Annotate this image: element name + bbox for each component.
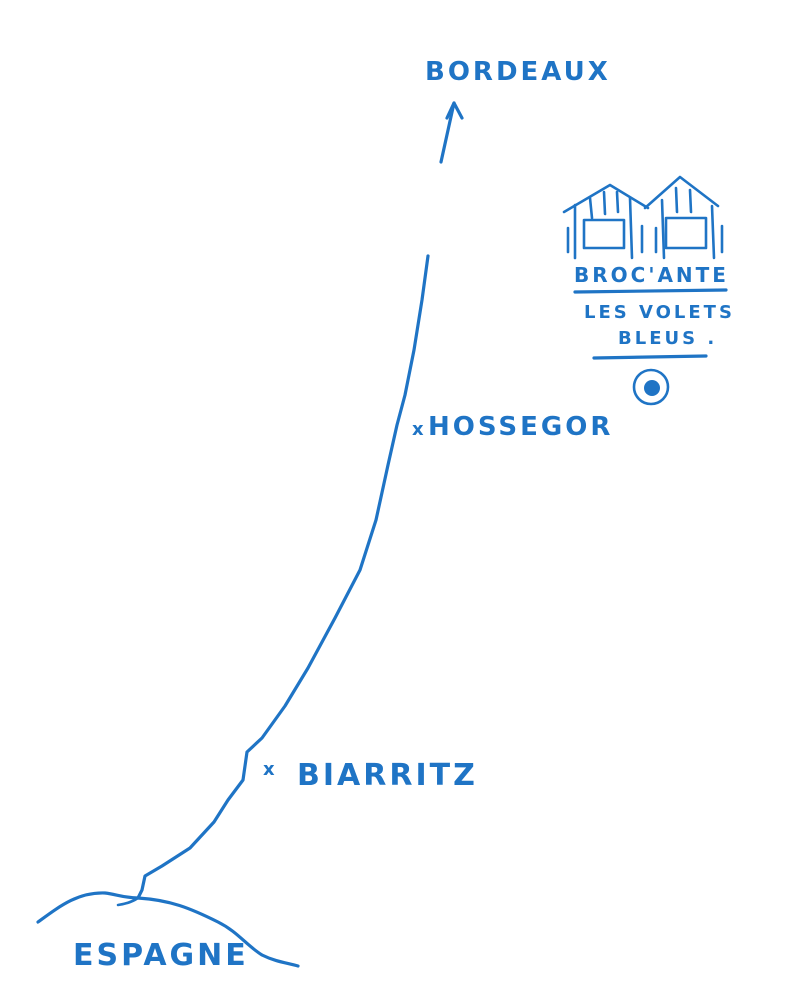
biarritz-marker: x	[263, 759, 275, 780]
hossegor-marker: x	[412, 419, 424, 440]
shop-subtitle-line1: LES VOLETS	[584, 302, 735, 323]
target-icon	[632, 368, 670, 406]
spain-border	[36, 891, 300, 968]
label-hossegor: HOSSEGOR	[428, 412, 613, 442]
arrow-up-icon	[439, 101, 464, 164]
label-espagne: ESPAGNE	[73, 938, 249, 973]
spain-border-hill	[116, 896, 140, 907]
house-icon	[562, 175, 724, 260]
shop-divider-bottom	[592, 354, 708, 360]
label-biarritz: BIARRITZ	[297, 758, 478, 793]
shop-divider-top	[573, 288, 728, 294]
shop-subtitle-line2: BLEUS .	[618, 328, 717, 349]
label-bordeaux: BORDEAUX	[425, 57, 611, 87]
shop-name: BROC'ANTE	[574, 263, 729, 287]
coastline	[136, 254, 430, 900]
